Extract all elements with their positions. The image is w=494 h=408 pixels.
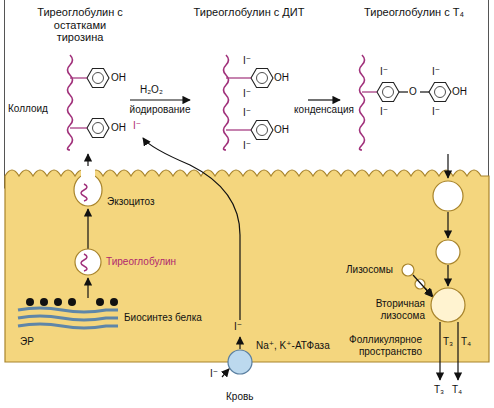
atpase-pump (228, 350, 252, 374)
stage-heading: Тиреоглобулин с T₄ (340, 6, 488, 19)
ribosome (26, 298, 34, 306)
diagram-label: H₂O₂ (140, 84, 163, 96)
diagram-label: T₄ (452, 384, 462, 396)
thyroglobulin-chain (81, 184, 87, 201)
thyroglobulin-chain (224, 55, 229, 150)
diagram-label: I⁻ (432, 66, 440, 78)
diagram-label: O (409, 86, 417, 98)
ribosome (54, 298, 62, 306)
thyroglobulin-chain (68, 55, 73, 150)
er-membrane (18, 308, 118, 312)
diagram-label: T₃ (434, 384, 444, 396)
arrow-line (447, 265, 448, 286)
benzene-ring (87, 69, 109, 88)
secondary-lysosome (431, 288, 465, 322)
diagram-label: Тиреоглобулин (106, 256, 176, 268)
diagram-label: Na⁺, K⁺-АТФаза (256, 340, 330, 352)
diagram-label: Экзоцитоз (107, 196, 155, 208)
bond-line (70, 127, 87, 128)
arrow-line (457, 322, 458, 380)
aromatic-circle (383, 87, 394, 98)
diagram-label: OH (452, 86, 467, 98)
arrow-line (87, 278, 88, 298)
ribosome (110, 298, 118, 306)
molecule-stage: Тиреоглобулин с T₄ (340, 6, 488, 154)
diagram-label: Фолликулярное пространство (322, 334, 422, 358)
bond-line (362, 91, 377, 92)
thyroglobulin-chain (360, 55, 365, 150)
aromatic-circle (93, 73, 104, 84)
diagram-label: OH (111, 122, 126, 134)
diagram-label: Коллоид (8, 103, 48, 115)
benzene-ring (251, 121, 273, 140)
diagram-label: T₃ (443, 336, 453, 348)
reaction-arrow (130, 99, 190, 100)
diagram-label: I⁻ (210, 368, 218, 380)
arrow-line (439, 322, 440, 380)
diagram-label: ЭР (20, 336, 34, 348)
arrow-line (87, 209, 88, 249)
arrow-line (447, 154, 448, 178)
diagram-label: Вторичная лизосома (335, 298, 425, 322)
diagram-label: OH (111, 72, 126, 84)
aromatic-circle (435, 87, 446, 98)
diagram-label: OH (274, 124, 289, 136)
diagram-label: Биосинтез белка (124, 312, 202, 324)
stage-heading: Тиреоглобулин с остатками тирозина (30, 6, 130, 44)
diagram-label: I⁻ (243, 140, 251, 152)
diagram-label: I⁻ (234, 321, 242, 333)
bond-line (420, 91, 429, 92)
benzene-ring (87, 119, 109, 138)
arrow-line (425, 288, 433, 297)
er-membrane (18, 316, 118, 320)
arrow-line (447, 212, 448, 238)
bond-line (226, 77, 251, 78)
aromatic-circle (257, 73, 268, 84)
colloid-droplet (433, 181, 463, 211)
colloid-frame (5, 0, 489, 188)
arrow-line (222, 369, 229, 377)
arrow-line (87, 154, 88, 166)
arrow-line (239, 337, 240, 349)
aromatic-circle (257, 125, 268, 136)
benzene-ring (377, 83, 399, 102)
exocytosis-vesicle (74, 174, 102, 206)
edge-label: йодирование (129, 104, 192, 115)
thyroglobulin-chain (81, 254, 87, 271)
bond-line (226, 129, 251, 130)
diagram-label: I⁻ (243, 88, 251, 100)
diagram-label: Лизосомы (346, 264, 393, 276)
secretory-vesicle (75, 249, 101, 275)
diagram-label: I⁻ (380, 106, 388, 118)
ribosome (96, 298, 104, 306)
stage-heading: Тиреоглобулин с ДИТ (190, 6, 308, 19)
diagram-label: I⁻ (432, 106, 440, 118)
lysosome (415, 279, 425, 289)
edge-label: конденсация (293, 104, 355, 115)
diagram-label: I⁻ (380, 66, 388, 78)
diagram-label: I⁻ (243, 107, 251, 119)
molecule-stage: Тиреоглобулин с ДИТ (190, 6, 308, 158)
arrow-line (413, 275, 432, 296)
benzene-ring (429, 83, 451, 102)
diagram-label: I⁻ (243, 55, 251, 67)
iodide-path (143, 138, 240, 320)
bond-line (70, 77, 87, 78)
aromatic-circle (93, 123, 104, 134)
er-membrane (18, 324, 118, 328)
phagosome (436, 240, 460, 264)
ribosome (68, 298, 76, 306)
diagram-label: T₄ (461, 336, 471, 348)
diagram-label: I⁻ (133, 120, 141, 132)
reaction-arrow (308, 99, 340, 100)
diagram-label: OH (274, 72, 289, 84)
lysosome (402, 264, 414, 276)
follicular-cell (5, 170, 489, 362)
benzene-ring (251, 69, 273, 88)
diagram-label: Кровь (226, 391, 253, 403)
ribosome (40, 298, 48, 306)
bond-line (399, 91, 408, 92)
